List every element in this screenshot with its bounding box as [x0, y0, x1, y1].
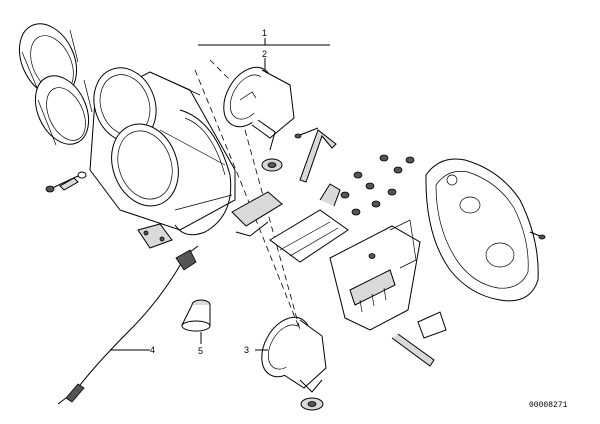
bulb-sockets: [340, 154, 415, 259]
bracket-rod: [299, 129, 337, 183]
leader-lines: [110, 38, 330, 351]
document-number: 00008271: [529, 401, 568, 410]
callout-4: 4: [150, 345, 155, 355]
bezel-rings: [18, 23, 93, 146]
speedometer-assembly: [261, 316, 327, 411]
gasket-plate: [137, 223, 173, 249]
callout-1: 1: [262, 28, 267, 38]
rear-cover: [425, 158, 546, 302]
tachometer-assembly: [223, 66, 319, 172]
callout-5: 5: [198, 346, 203, 356]
circuit-board-carrier: [231, 183, 447, 367]
rubber-grommet: [181, 299, 211, 332]
assembly-lines: [194, 59, 301, 331]
instrument-cluster-housing: [89, 67, 236, 236]
bolt-washer: [45, 171, 87, 193]
callout-3: 3: [244, 345, 249, 355]
callout-2: 2: [262, 49, 267, 59]
speedometer-cable: [57, 245, 199, 405]
